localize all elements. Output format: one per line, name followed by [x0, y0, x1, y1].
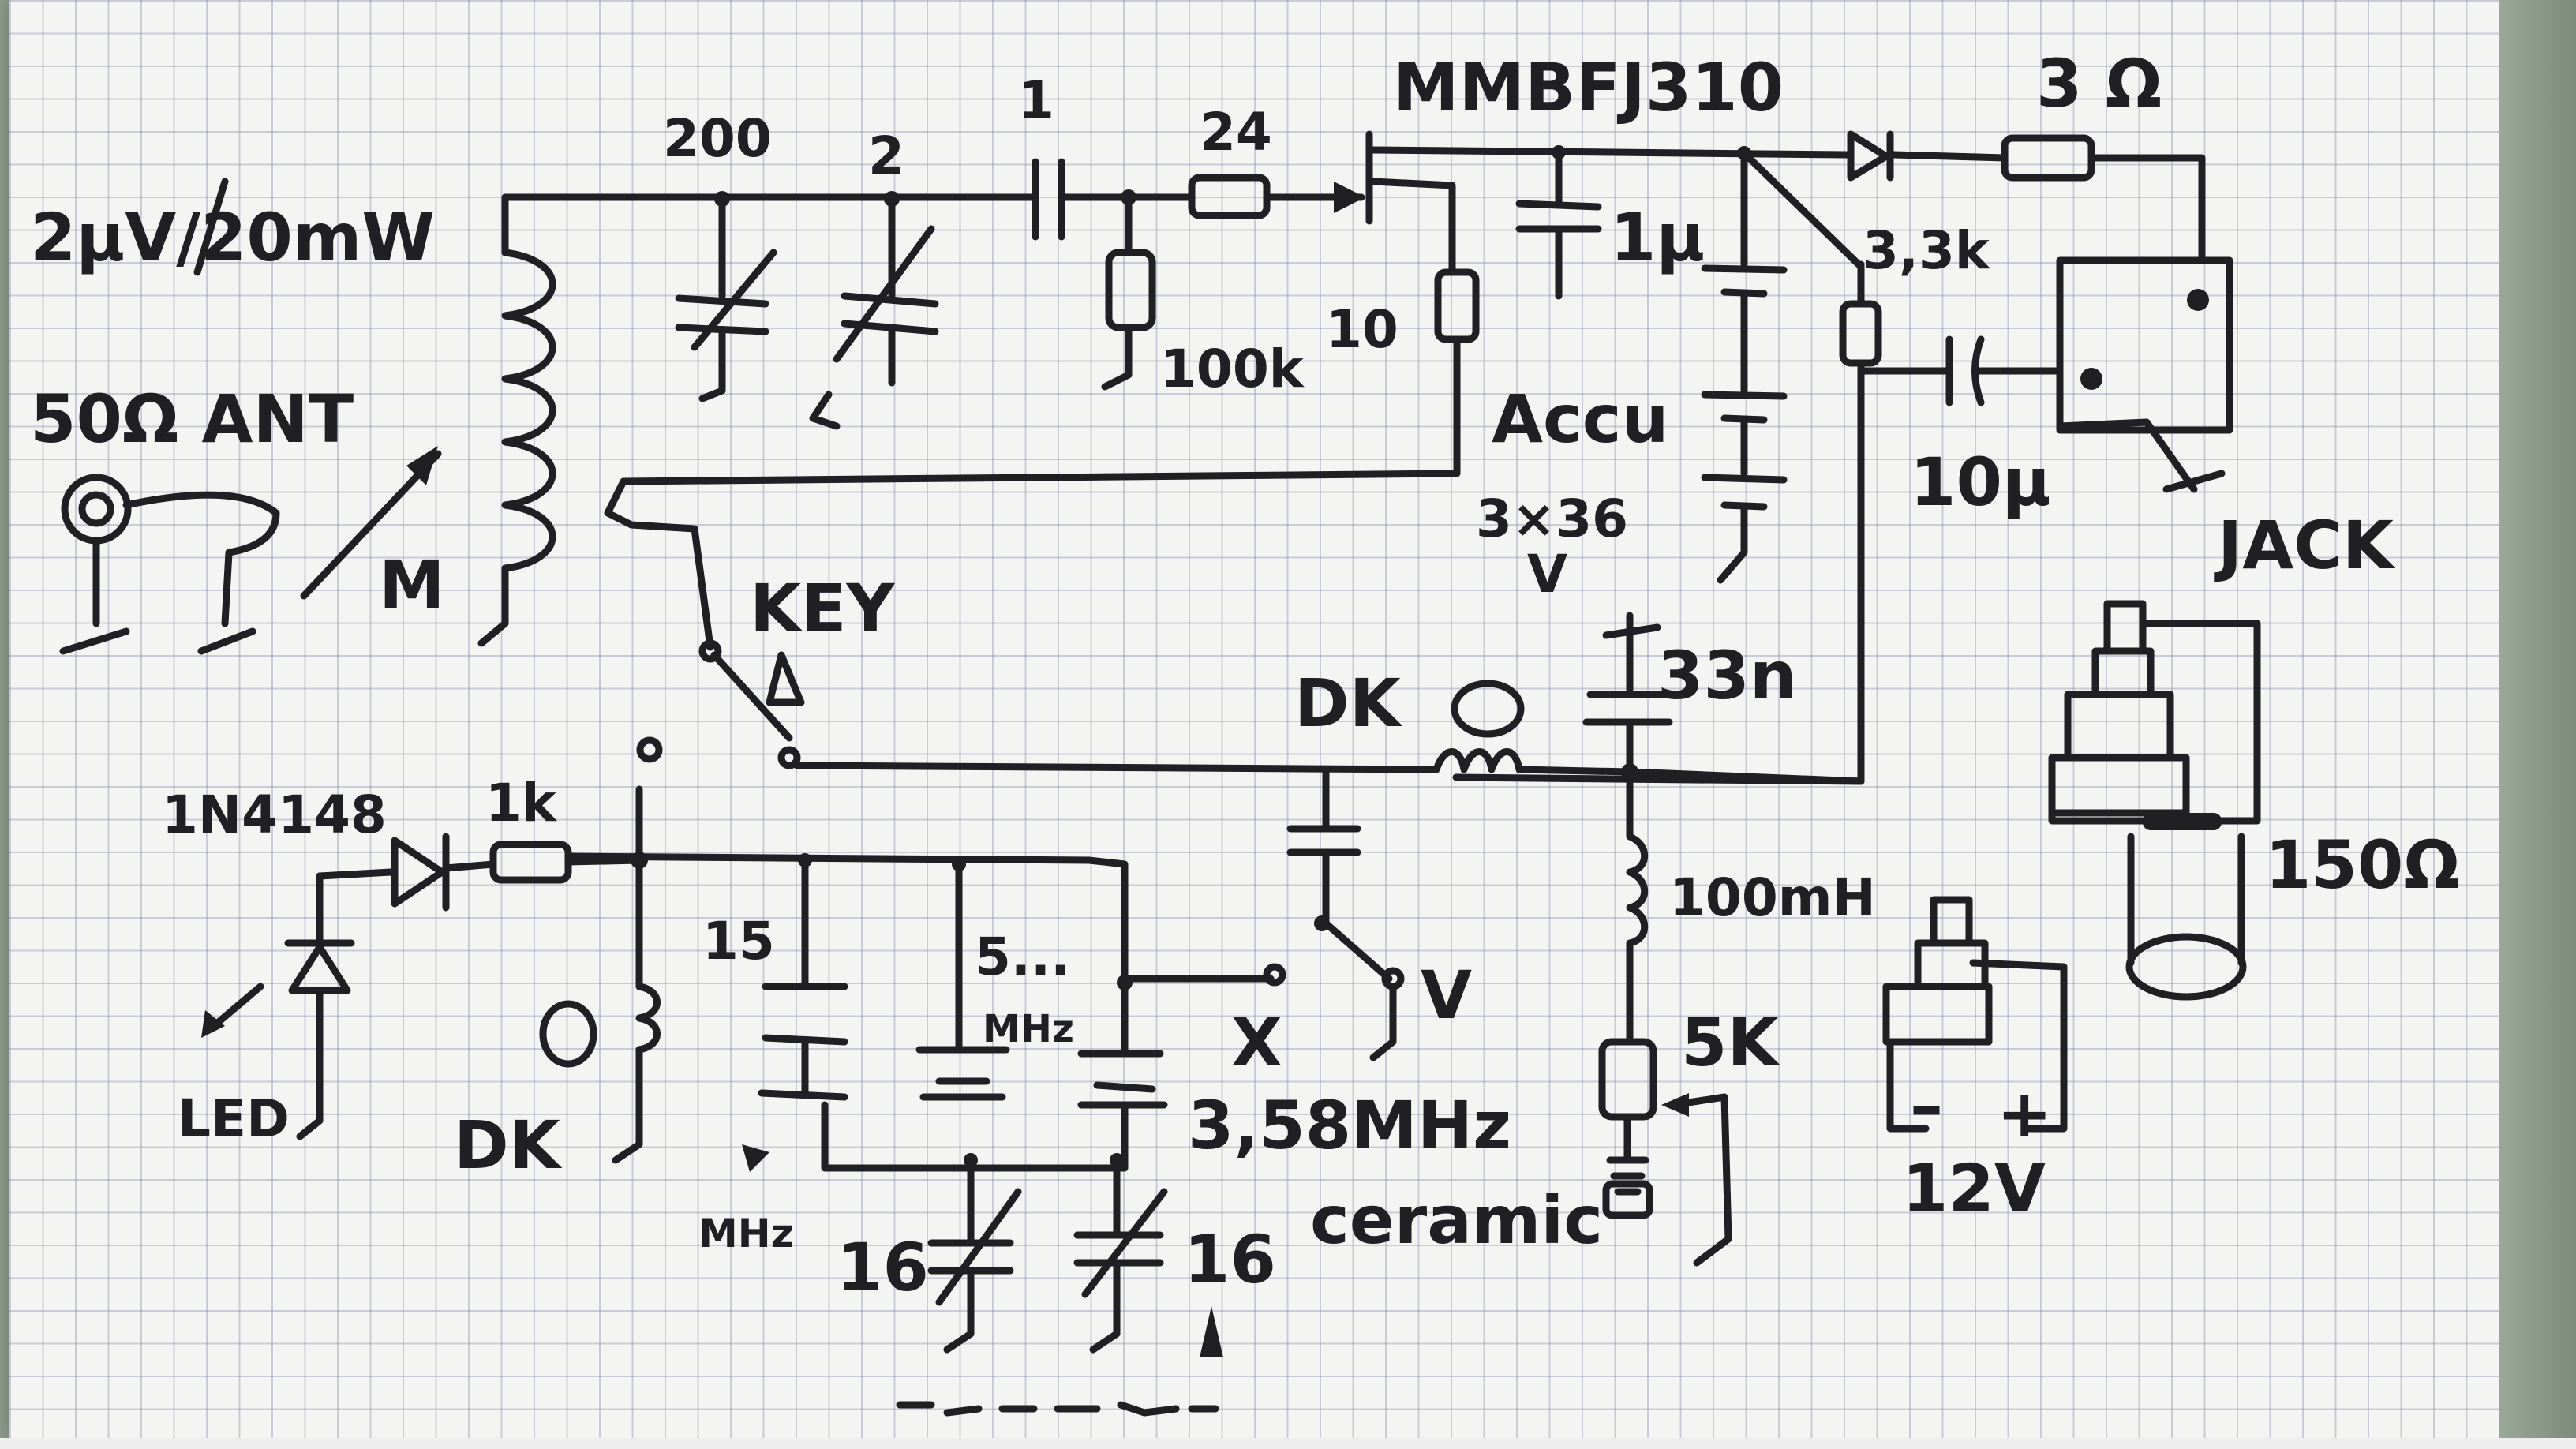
label-meter: M: [379, 546, 445, 623]
label-xtal-358: 3,58MHz: [1188, 1087, 1511, 1164]
diode-1n4148: [316, 833, 497, 912]
var-cap-2: [809, 191, 939, 430]
label-fet: MMBFJ310: [1393, 49, 1784, 126]
xtal-5mhz-symbol: [915, 857, 1010, 1101]
cap-33n-symbol: [1582, 612, 1673, 776]
label-mhz-bottom: MHz: [698, 1211, 794, 1256]
arrow-mhz-bottom: [742, 1144, 769, 1172]
label-power: 2µV/20mW: [30, 199, 435, 276]
antenna-connector: [59, 474, 280, 655]
trimmer-16a: [927, 1156, 1022, 1354]
label-cap-33n: 33n: [1657, 637, 1797, 714]
cap-10u-symbol: [1857, 335, 2064, 406]
headphone-symbol: [2048, 600, 2261, 1001]
var-cap-200: [675, 191, 777, 402]
label-supply: 12V: [1902, 1150, 2046, 1227]
dk-line: [793, 680, 1638, 781]
label-cap-2: 2: [868, 125, 904, 186]
jack-symbol: [2056, 256, 2233, 493]
label-res-10: 10: [1326, 299, 1398, 360]
label-trim-16a: 16: [837, 1229, 929, 1306]
label-speaker: 150Ω: [2265, 826, 2460, 904]
label-ind-100mh: 100mH: [1669, 867, 1876, 928]
supply-12v-symbol: [1882, 896, 2068, 1133]
graph-paper-sheet: [9, 0, 2499, 1438]
dk-choke-bottom: [539, 736, 663, 1164]
label-ceramic: ceramic: [1310, 1181, 1603, 1259]
bottom-bus: [821, 1101, 1129, 1172]
input-inductor: [477, 193, 556, 647]
label-v-mark: V: [1421, 957, 1472, 1034]
label-res-100k: 100k: [1160, 339, 1305, 399]
label-cap-200: 200: [663, 108, 772, 169]
inductor-100mh: [1626, 768, 1649, 1046]
label-cap-1u: 1µ: [1610, 199, 1705, 276]
dashed-link: [896, 1401, 1219, 1417]
label-minus: –: [1910, 1067, 1943, 1144]
label-jack: JACK: [2214, 507, 2396, 584]
cap-15-symbol: [758, 853, 848, 1101]
series-diode-top: [1847, 130, 1894, 182]
label-cap-10u: 10µ: [1910, 444, 2051, 521]
res-100k-symbol: [1101, 189, 1156, 391]
accu-symbol: [1701, 146, 1788, 584]
label-dk-bottom: DK: [454, 1106, 563, 1184]
label-plus: +: [1997, 1075, 2052, 1152]
dk-coupling-cap: [1286, 766, 1405, 1061]
meter-arrow: [300, 446, 442, 600]
label-pot-5k: 5K: [1681, 1004, 1780, 1081]
label-res-1k: 1k: [485, 773, 558, 833]
res-1k-symbol: [489, 841, 643, 884]
trimmer-16b: [1073, 1156, 1223, 1357]
cap-1u-symbol: [1515, 145, 1602, 300]
label-res-24: 24: [1200, 102, 1272, 163]
label-trim-16b: 16: [1184, 1221, 1276, 1298]
wire-33n-to-3-3k: [1626, 768, 1865, 785]
label-diode: 1N4148: [162, 784, 387, 845]
power-divider: [193, 178, 229, 276]
top-signal-wire: [501, 146, 2206, 264]
label-cap-1: 1: [1018, 70, 1054, 131]
fet-symbol: [1334, 130, 1456, 276]
label-accu-v: V: [1527, 544, 1567, 605]
label-res-3ohm: 3 Ω: [2036, 45, 2162, 122]
label-cap-15: 15: [702, 911, 775, 972]
label-xtal-5mhz: 5...: [975, 927, 1070, 987]
res-24-symbol: [1188, 174, 1271, 219]
cap-1-symbol: [1032, 158, 1065, 241]
pot-5k-symbol: [1598, 1038, 1732, 1267]
led-symbol: [201, 872, 355, 1140]
res-3ohm-symbol: [2001, 134, 2095, 182]
label-led: LED: [178, 1088, 290, 1149]
label-res-3-3k: 3,3k: [1863, 220, 1991, 281]
label-x-mark: X: [1231, 1004, 1282, 1081]
table-surface: [2499, 0, 2576, 1438]
bottom-strip: [0, 1438, 2576, 1449]
label-antenna: 50Ω ANT: [30, 380, 354, 458]
label-dk-top: DK: [1294, 665, 1403, 742]
key-switch: [698, 639, 805, 769]
res-10-symbol: [604, 268, 1480, 651]
label-mhz-small: MHz: [983, 1007, 1074, 1051]
label-key: KEY: [750, 570, 895, 647]
label-accu-spec: 3×36: [1476, 489, 1628, 549]
label-accu: Accu: [1492, 380, 1668, 458]
